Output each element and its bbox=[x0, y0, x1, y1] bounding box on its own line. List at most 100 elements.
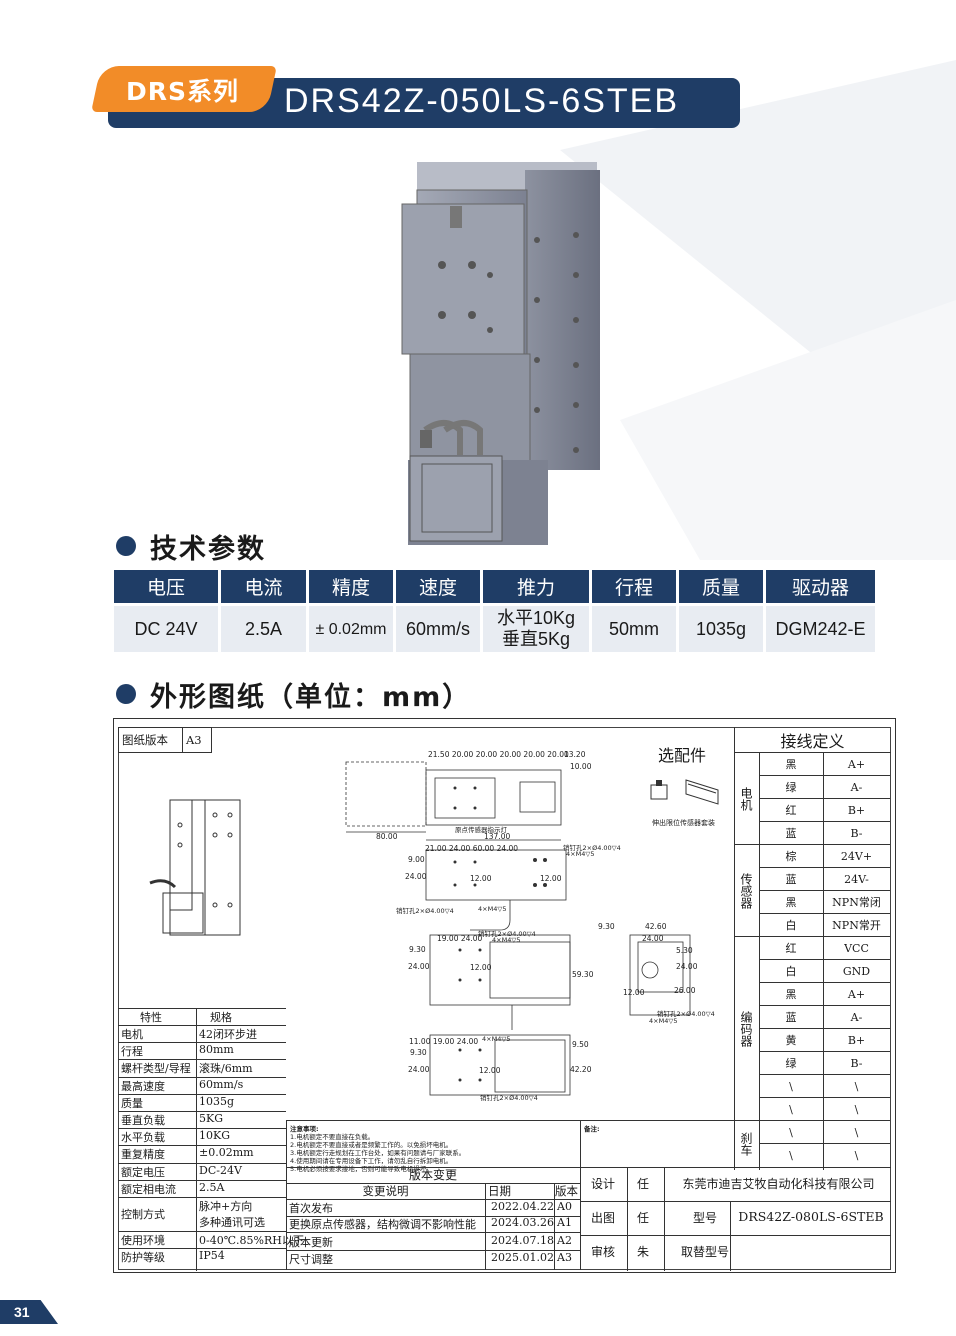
pin-hole-label: 销钉孔2×Ø4.00▽4 bbox=[478, 930, 536, 938]
background-decoration bbox=[560, 60, 956, 560]
dim: 59.30 bbox=[572, 970, 594, 979]
change-desc: 更换原点传感器，结构微调不影响性能 bbox=[289, 1218, 476, 1231]
remarks-title: 备注: bbox=[584, 1125, 600, 1133]
spec-value: DGM242-E bbox=[766, 606, 875, 652]
char-key: 水平负载 bbox=[121, 1131, 165, 1145]
rule bbox=[286, 1250, 580, 1251]
wire-color: 白 bbox=[759, 914, 823, 937]
char-value: 滚珠/6mm bbox=[199, 1062, 253, 1076]
spec-header: 精度 bbox=[309, 570, 393, 603]
model-value: DRS42Z-080LS-6STEB bbox=[738, 1209, 884, 1224]
wire-signal: \ bbox=[823, 1098, 890, 1121]
wiring-table bbox=[734, 727, 891, 1170]
note-line: 4.使用期间请在专用设备下工作，请勿乱自行拆卸电机。 bbox=[290, 1157, 453, 1165]
dim: 26.00 bbox=[674, 986, 696, 995]
wire-signal: A+ bbox=[823, 753, 890, 776]
wire-signal: VCC bbox=[823, 937, 890, 960]
char-value: 10KG bbox=[199, 1129, 231, 1143]
dim-row3: 19.00 24.00 bbox=[437, 934, 483, 943]
char-key: 重复精度 bbox=[121, 1148, 165, 1162]
spec-header: 行程 bbox=[592, 570, 676, 603]
section-drawing: 外形图纸（单位：mm） bbox=[116, 676, 472, 713]
wire-color: 蓝 bbox=[759, 868, 823, 891]
iso-view bbox=[149, 799, 241, 936]
dim-top-row: 21.50 20.00 20.00 20.00 20.00 20.00 bbox=[428, 750, 569, 759]
sensor-caption: 伸出限位传感器套装 bbox=[652, 819, 715, 827]
char-key: 质量 bbox=[121, 1096, 143, 1110]
char-value: 2.5A bbox=[199, 1180, 225, 1194]
char-key: 螺杆类型/导程 bbox=[121, 1062, 191, 1076]
wire-color: 蓝 bbox=[759, 1006, 823, 1029]
section-title: 外形图纸（单位：mm） bbox=[150, 681, 472, 713]
change-date: 2022.04.22 bbox=[491, 1200, 554, 1213]
char-key: 额定电压 bbox=[121, 1165, 165, 1179]
wire-signal: A- bbox=[823, 1006, 890, 1029]
pin-hole-label: 销钉孔2×Ø4.00▽4 bbox=[480, 1094, 538, 1102]
spec-value: 1035g bbox=[679, 606, 763, 652]
char-key: 控制方式 bbox=[121, 1208, 165, 1221]
dim: 9.30 bbox=[598, 922, 615, 931]
remarks-divider bbox=[580, 1120, 581, 1168]
bullet-icon bbox=[116, 536, 136, 556]
model-title: DRS42Z-050LS-6STEB bbox=[284, 82, 680, 120]
char-row-rule bbox=[118, 1111, 286, 1112]
char-row-rule bbox=[118, 1248, 286, 1250]
thread-label: 4×M4▽5 bbox=[649, 1017, 678, 1025]
dim: 24.00 bbox=[642, 934, 664, 943]
char-value: IP54 bbox=[199, 1249, 225, 1263]
origin-sensor-label: 原点传感器指示灯 bbox=[455, 826, 507, 834]
page-number: 31 bbox=[0, 1300, 58, 1324]
notes-left-divider bbox=[286, 1120, 287, 1270]
dim: 24.00 bbox=[408, 962, 430, 971]
wire-signal: 24V+ bbox=[823, 845, 890, 868]
design-label: 设计 bbox=[591, 1177, 616, 1191]
spec-header: 速度 bbox=[396, 570, 480, 603]
char-row-rule bbox=[118, 1179, 286, 1181]
wire-color: 绿 bbox=[759, 776, 823, 799]
company-name: 东莞市迪吉艾牧自动化科技有限公司 bbox=[682, 1177, 875, 1191]
char-key: 使用环境 bbox=[121, 1234, 165, 1247]
replace-label: 取替型号 bbox=[681, 1245, 730, 1259]
change-date: 2025.01.02 bbox=[491, 1251, 554, 1264]
dim: 24.00 bbox=[676, 962, 698, 971]
wire-signal: \ bbox=[823, 1121, 890, 1144]
note-line: 2.电机额定不要直接或者是频繁工作的。以免损坏电机。 bbox=[290, 1141, 453, 1149]
dim: 12.00 bbox=[470, 963, 492, 972]
group-encoder: 编码器 bbox=[734, 937, 759, 1121]
dim: 9.30 bbox=[410, 1048, 427, 1057]
wiring-row: \\ bbox=[759, 1075, 890, 1098]
rule bbox=[485, 1183, 486, 1270]
pin-hole-label: 销钉孔2×Ø4.00▽4 bbox=[563, 844, 621, 852]
dim: 9.50 bbox=[572, 1040, 589, 1049]
char-key: 额定相电流 bbox=[121, 1182, 176, 1196]
char-value: ±0.02mm bbox=[199, 1146, 254, 1160]
dim: 10.00 bbox=[570, 762, 592, 771]
spec-header: 推力 bbox=[483, 570, 589, 603]
spec-value-thrust: 水平10Kg 垂直5Kg bbox=[483, 606, 589, 652]
change-header: 版本 bbox=[555, 1184, 578, 1198]
spec-header-row: 电压 电流 精度 速度 推力 行程 质量 驱动器 bbox=[114, 570, 892, 603]
wire-color: 黑 bbox=[759, 983, 823, 1006]
char-value: 脉冲+方向 bbox=[199, 1200, 253, 1213]
char-row-rule bbox=[118, 1076, 286, 1078]
wire-color: \ bbox=[759, 1075, 823, 1098]
char-value: 5KG bbox=[199, 1112, 224, 1125]
change-header: 日期 bbox=[488, 1184, 511, 1198]
thread-label: 4×M4▽5 bbox=[482, 1035, 511, 1043]
note-line: 5.电机必须按要求接地，否则可能导致电机损坏。 bbox=[290, 1165, 433, 1173]
char-row-rule bbox=[118, 1025, 286, 1026]
dim-row2: 21.00 24.00 60.00 24.00 bbox=[425, 844, 519, 853]
design-name: 任 bbox=[637, 1177, 650, 1191]
spec-value: DC 24V bbox=[114, 606, 218, 652]
char-key: 垂直负载 bbox=[121, 1114, 165, 1127]
wire-signal: B+ bbox=[823, 1029, 890, 1052]
change-date: 2024.07.18 bbox=[491, 1234, 554, 1247]
wire-signal: B- bbox=[823, 1052, 890, 1075]
spec-value: 60mm/s bbox=[396, 606, 480, 652]
